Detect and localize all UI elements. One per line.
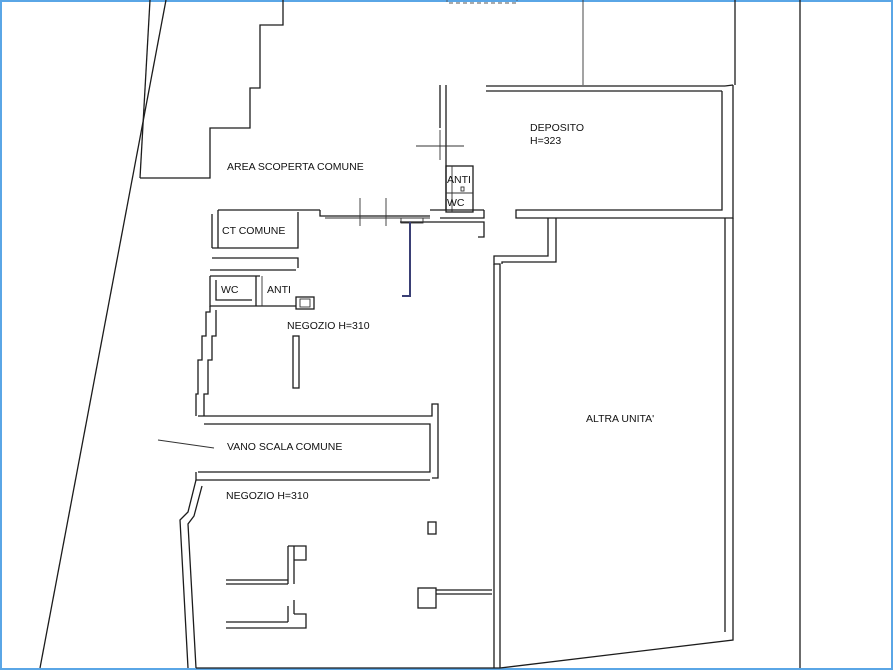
altra-unita-room <box>493 218 734 669</box>
partition-blue <box>402 222 411 297</box>
upper-bathroom <box>445 165 474 213</box>
label-deposito-height: H=323 <box>530 135 561 147</box>
label-area-scoperta: AREA SCOPERTA COMUNE <box>227 161 364 173</box>
deposito-room <box>439 84 734 219</box>
label-wc-upper: WC <box>447 197 465 209</box>
label-altra-unita: ALTRA UNITA' <box>586 413 654 425</box>
column-upper <box>292 335 300 389</box>
label-negozio-lower: NEGOZIO H=310 <box>226 490 309 502</box>
north-wall-negozio <box>218 198 485 238</box>
lower-fixtures <box>226 521 492 629</box>
label-anti-lower: ANTI <box>267 284 291 296</box>
label-deposito: DEPOSITO <box>530 122 584 134</box>
label-vano-scala: VANO SCALA COMUNE <box>227 441 342 453</box>
label-negozio-upper: NEGOZIO H=310 <box>287 320 370 332</box>
ct-comune-room <box>211 210 299 268</box>
label-wc-lower: WC <box>221 284 239 296</box>
west-wall <box>195 306 217 416</box>
label-ct-comune: CT COMUNE <box>222 225 285 237</box>
door-marks <box>416 130 464 160</box>
west-wall-lower <box>179 479 203 669</box>
upper-dashed-element <box>446 0 518 4</box>
site-boundary <box>39 0 801 669</box>
label-anti-upper: ANTI <box>447 174 471 186</box>
